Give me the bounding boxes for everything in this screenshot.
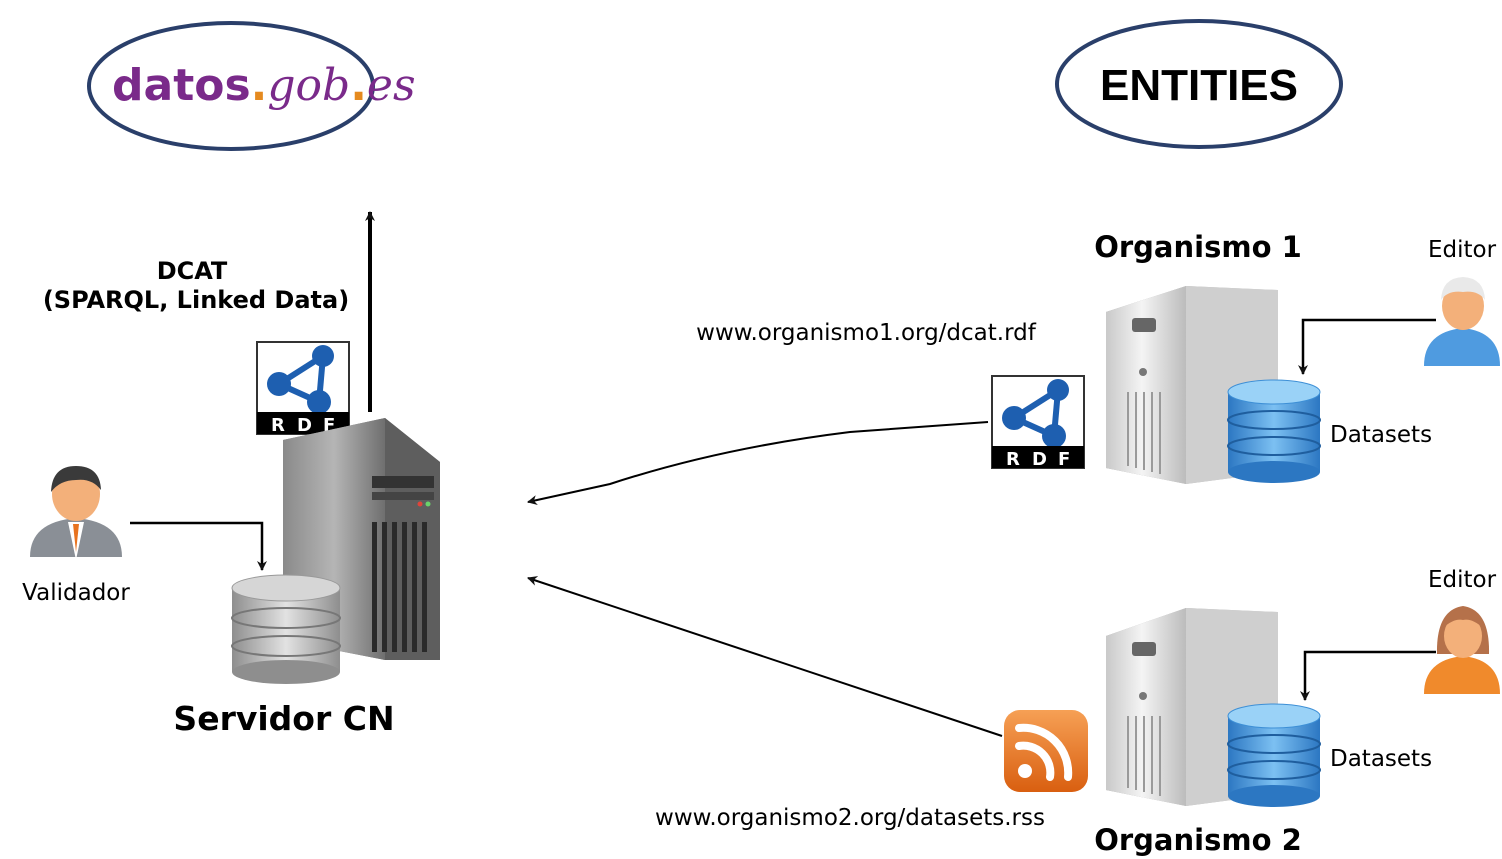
organismo2-name: Organismo 2 (1094, 823, 1302, 857)
rdf-letter-r: R (1006, 449, 1020, 470)
organismo2-url[interactable]: www.organismo2.org/datasets.rss (655, 805, 1045, 831)
organismo2-editor-arrow (1300, 650, 1436, 701)
rdf-letter-r: R (271, 415, 285, 436)
organismo1-editor-person-icon (1424, 277, 1500, 366)
rdf-letter-d: D (1032, 449, 1047, 470)
rdf-letter-f: F (1058, 449, 1070, 470)
organismo1-editor-arrow (1298, 318, 1436, 375)
rdf-icon-organismo1[interactable]: R D F (991, 375, 1085, 470)
harvest-arrow-organismo1 (527, 421, 989, 505)
rdf-letter-d: D (297, 415, 312, 436)
organismo2-editor-person-icon (1424, 606, 1500, 694)
validator-to-db-arrow (130, 521, 267, 571)
svg-text:datos.gob.es: datos.gob.es (112, 60, 416, 111)
datos-dot-1: . (251, 60, 268, 111)
validator-label: Validador (22, 580, 130, 606)
organismo1-datasets-label: Datasets (1330, 422, 1432, 448)
datos-dot-2: . (350, 60, 367, 111)
validator-person-icon (30, 466, 122, 560)
dcat-protocols-label: (SPARQL, Linked Data) (43, 286, 349, 314)
organismo1-server-icon (1106, 286, 1278, 484)
server-label: Servidor CN (173, 699, 394, 738)
harvest-arrow-organismo2 (527, 576, 1003, 737)
entities-badge: ENTITIES (1055, 19, 1343, 149)
datos-gob-logo[interactable]: datos.gob.es (87, 21, 416, 151)
datos-word: datos (112, 60, 251, 111)
datos-gob: gob (267, 60, 350, 111)
datos-es: es (367, 60, 416, 111)
rdf-icon-central: R D F (256, 341, 350, 436)
organismo2-editor-label: Editor (1428, 567, 1497, 593)
organismo1-editor-label: Editor (1428, 237, 1497, 263)
organismo1-database-icon (1227, 379, 1321, 483)
central-database-icon (231, 574, 341, 684)
organismo2-database-icon (1227, 703, 1321, 807)
entities-label: ENTITIES (1100, 61, 1298, 110)
dcat-label: DCAT (157, 257, 228, 285)
organismo1-url[interactable]: www.organismo1.org/dcat.rdf (696, 320, 1037, 346)
rss-icon-organismo2[interactable] (1004, 710, 1088, 792)
organismo1-name: Organismo 1 (1094, 230, 1302, 264)
organismo2-datasets-label: Datasets (1330, 746, 1432, 772)
